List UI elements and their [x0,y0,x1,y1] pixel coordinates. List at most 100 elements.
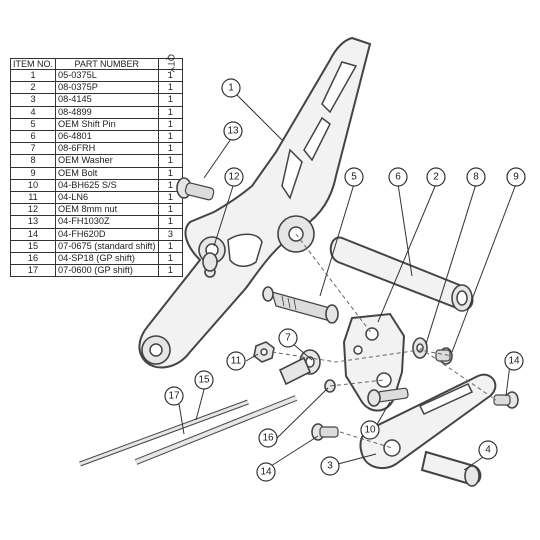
callout-number: 16 [262,433,274,444]
callout-number: 7 [285,333,291,344]
callout-circle [388,167,408,187]
callout-c13: 13 [223,121,243,141]
cell-part-number: 07-0600 (GP shift) [55,264,159,278]
callout-circle [224,167,244,187]
callout-number: 6 [395,172,401,183]
cell-qty: 1 [157,191,184,205]
callout-c10: 10 [360,420,380,440]
cell-qty: 1 [157,105,184,119]
callout-c12: 12 [224,167,244,187]
cell-qty: 1 [157,154,184,168]
callout-number: 12 [228,172,240,183]
callout-number: 1 [228,83,234,94]
callout-number: 15 [198,375,210,386]
cell-qty: 1 [157,264,184,278]
callout-circle [360,420,380,440]
cell-part-number: 04-BH625 S/S [55,178,159,193]
bolt-13 [176,177,215,201]
locknut-11 [253,341,275,363]
screw-14-bottom [311,423,339,441]
shift-lever-3 [359,373,497,470]
callout-c14a: 14 [504,351,524,371]
cell-item-no: 1 [10,68,56,83]
cell-part-number: 06-4801 [55,130,159,144]
callout-circle [320,456,340,476]
header-qty: QTY. [157,54,184,74]
callout-number: 8 [473,172,479,183]
callout-c5: 5 [344,167,364,187]
cell-part-number: 08-6FRH [55,142,159,156]
callout-c6: 6 [388,167,408,187]
cell-item-no: 5 [10,117,56,132]
bolt-10 [367,387,409,407]
cell-item-no: 13 [10,215,56,229]
cell-part-number: 07-0675 (standard shift) [55,239,159,254]
callout-number: 5 [351,172,357,183]
cell-part-number: OEM Washer [55,154,159,168]
cell-qty: 1 [157,93,184,107]
callout-circle [344,167,364,187]
pivot-block-2 [342,312,406,412]
cell-part-number: OEM Shift Pin [55,117,159,132]
cell-qty: 1 [157,203,184,217]
callout-number: 11 [231,356,242,367]
leader-lines [177,93,517,471]
callout-c3: 3 [320,456,340,476]
callout-c9: 9 [506,167,526,187]
cell-item-no: 3 [10,93,56,107]
cell-qty: 1 [157,252,184,266]
callout-number: 13 [227,126,239,137]
cell-part-number: OEM 8mm nut [55,203,159,217]
cell-item-no: 9 [10,166,56,180]
callout-c8: 8 [466,167,486,187]
callout-circle [256,462,276,482]
rod-end-7 [278,349,321,386]
cell-item-no: 10 [10,178,56,193]
cell-item-no: 4 [10,105,56,119]
cell-qty: 1 [157,239,184,254]
callout-circle [194,370,214,390]
cell-item-no: 12 [10,203,56,217]
callout-circle [258,428,278,448]
cell-part-number: 04-FH1030Z [55,215,159,229]
callout-circle [466,167,486,187]
cell-qty: 1 [157,81,184,95]
cell-item-no: 2 [10,81,56,95]
cell-item-no: 11 [10,191,56,205]
cell-qty: 1 [157,68,184,83]
callout-number: 14 [260,467,272,478]
cell-qty: 1 [157,215,184,229]
callout-c17: 17 [164,386,184,406]
cell-part-number: OEM Bolt [55,166,159,180]
callout-number: 2 [433,172,439,183]
callout-number: 10 [364,425,376,436]
callout-circle [278,328,298,348]
screw-14-top [493,391,519,409]
cell-part-number: 04-LN6 [55,191,159,205]
callout-circle [223,121,243,141]
callout-c1: 1 [221,78,241,98]
cell-part-number: 04-FH620D [55,227,159,241]
callout-c2: 2 [426,167,446,187]
callout-number: 4 [485,445,491,456]
rod-15 [134,395,298,465]
main-bracket-plate [138,36,372,369]
callout-circle [504,351,524,371]
